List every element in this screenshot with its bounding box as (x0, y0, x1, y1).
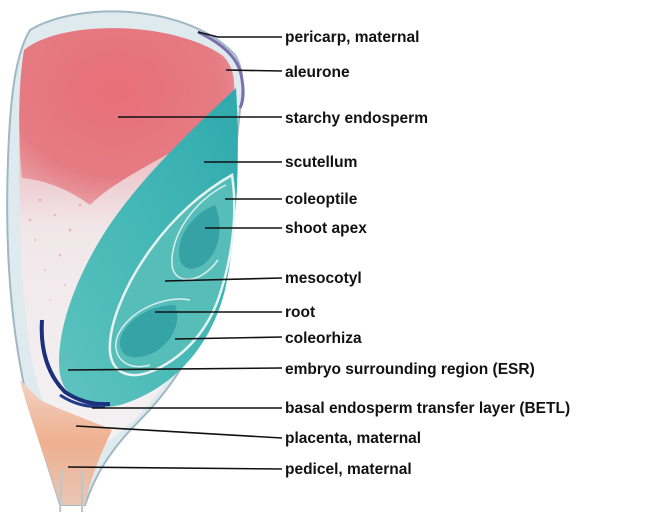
label-aleurone: aleurone (285, 64, 350, 81)
betl-band (59, 393, 106, 409)
label-coleoptile: coleoptile (285, 191, 358, 208)
endosperm-speckles (28, 198, 82, 301)
label-shoot-apex: shoot apex (285, 220, 367, 237)
leader-lines (67, 31, 283, 470)
pedicel-stalk (59, 469, 83, 513)
label-pedicel: pedicel, maternal (285, 461, 412, 478)
leader-aleurone (225, 69, 283, 72)
aleurone-layer (197, 30, 245, 109)
label-coleorhiza: coleorhiza (285, 330, 362, 347)
leader-placenta (75, 425, 283, 439)
label-mesocotyl: mesocotyl (285, 270, 362, 287)
label-esr: embryo surrounding region (ESR) (285, 361, 535, 378)
shoot-apex-whorls (179, 205, 220, 269)
label-starchy-endosperm: starchy endosperm (285, 110, 428, 127)
leader-pericarp (197, 31, 282, 38)
leader-esr (67, 367, 283, 371)
label-pericarp: pericarp, maternal (285, 29, 419, 46)
coleoptile-outline (171, 184, 227, 281)
esr-band (39, 319, 111, 407)
labels: pericarp, maternal aleurone starchy endo… (285, 29, 570, 478)
leader-coleorhiza (174, 336, 283, 340)
coleorhiza-outline (115, 298, 191, 368)
label-root: root (285, 304, 315, 321)
leader-mesocotyl (164, 277, 283, 282)
root-region (119, 305, 178, 358)
maternal-base (20, 380, 112, 505)
label-betl: basal endosperm transfer layer (BETL) (285, 400, 570, 417)
label-scutellum: scutellum (285, 154, 357, 171)
label-placenta: placenta, maternal (285, 430, 421, 447)
leader-pedicel (67, 466, 283, 470)
